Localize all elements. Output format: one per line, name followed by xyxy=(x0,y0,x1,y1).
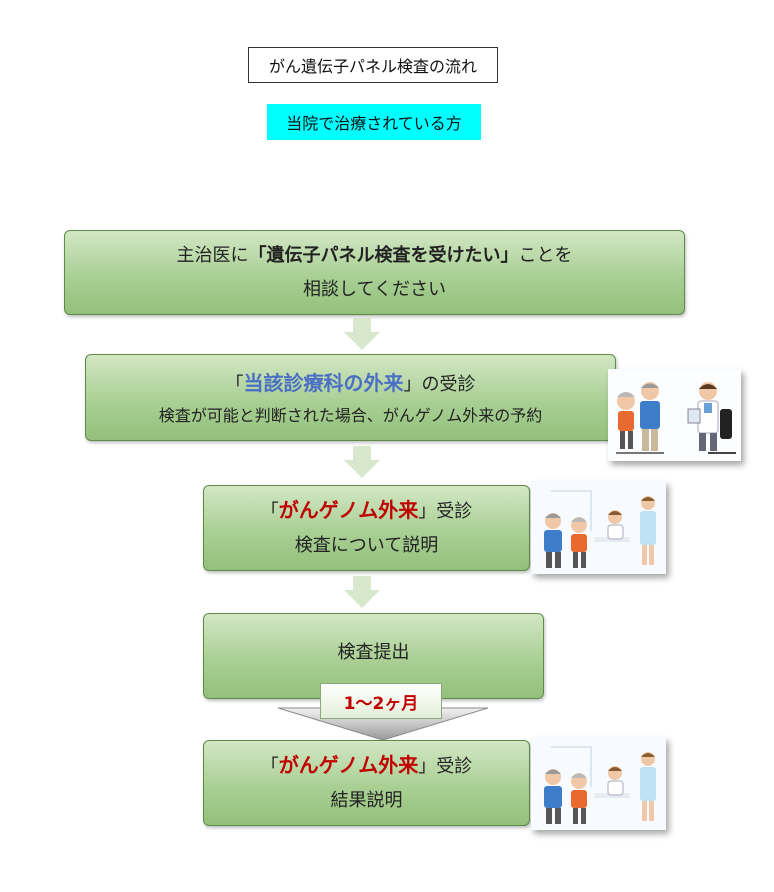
step2-text-post: 」の受診 xyxy=(403,373,476,395)
page-title: がん遺伝子パネル検査の流れ xyxy=(248,47,498,83)
step-consult-doctor: 主治医に「遺伝子パネル検査を受けたい」ことを 相談してください xyxy=(64,230,685,315)
step2-text-emphasis: 当該診療科の外来 xyxy=(243,370,404,395)
step2-bracket-open: 「 xyxy=(225,373,244,395)
step1-text-post: ことを xyxy=(518,244,573,266)
step5-text-post: 」受診 xyxy=(418,756,473,777)
arrow-down-1 xyxy=(344,318,380,350)
step5-text-line2: 結果説明 xyxy=(330,790,403,811)
step1-text-pre: 主治医に xyxy=(176,244,249,266)
step1-text-emphasis: 「遺伝子パネル検査を受けたい」 xyxy=(248,244,519,266)
nurse-consultation-illustration xyxy=(531,481,666,574)
step-department-visit: 「当該診療科の外来」の受診 検査が可能と判断された場合、がんゲノム外来の予約 xyxy=(85,354,616,441)
step3-text-emphasis: がんゲノム外来 xyxy=(278,498,419,522)
step3-text-line2: 検査について説明 xyxy=(294,535,439,556)
step-genome-clinic-explanation: 「がんゲノム外来」受診 検査について説明 xyxy=(203,485,530,571)
step4-text: 検査提出 xyxy=(337,642,410,663)
step5-bracket-open: 「 xyxy=(260,756,279,777)
doctor-consultation-illustration xyxy=(608,369,741,461)
step5-text-emphasis: がんゲノム外来 xyxy=(278,753,419,777)
step3-bracket-open: 「 xyxy=(260,501,279,522)
step2-text-line2: 検査が可能と判断された場合、がんゲノム外来の予約 xyxy=(158,405,543,425)
results-consultation-illustration xyxy=(531,737,666,830)
arrow-down-2 xyxy=(344,446,380,478)
page-subtitle: 当院で治療されている方 xyxy=(267,104,481,140)
duration-label: 1～2ヶ月 xyxy=(320,683,442,719)
step-genome-clinic-results: 「がんゲノム外来」受診 結果説明 xyxy=(203,740,530,826)
step1-text-line2: 相談してください xyxy=(303,278,446,300)
arrow-down-3 xyxy=(344,576,380,608)
step3-text-post: 」受診 xyxy=(418,501,473,522)
